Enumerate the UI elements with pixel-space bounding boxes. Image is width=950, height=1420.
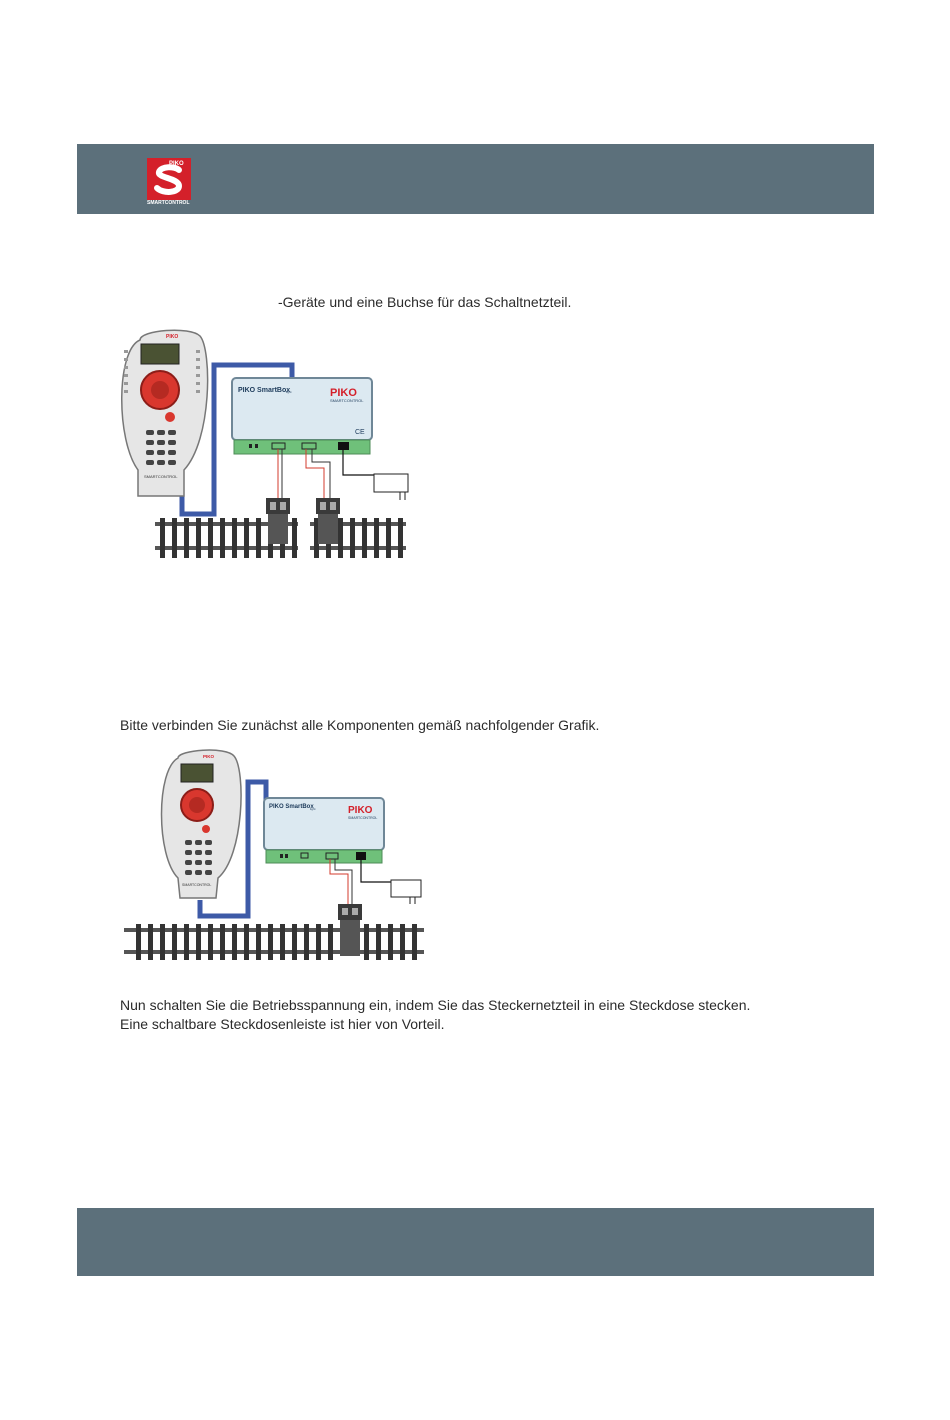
figure-2-smartbox: PIKO SmartBox light PIKO SMARTCONTROL	[263, 797, 385, 864]
figure-2-box-brand-sub: SMARTCONTROL	[348, 816, 377, 820]
figure-1-ce-mark: CE	[355, 429, 365, 436]
paragraph-2: Bitte verbinden Sie zunächst alle Kompon…	[120, 717, 600, 733]
figure-1-cable	[179, 362, 295, 517]
figure-2-track-connector	[338, 904, 362, 956]
figure-1-track-left	[155, 518, 298, 558]
figure-2-handset-icon: SMARTCONTROL PIKO	[160, 749, 242, 899]
figure-2-track	[124, 924, 424, 960]
figure-1-handset-icon: SMARTCONTROL PIKO	[121, 329, 209, 497]
figure-1-track-right	[310, 518, 406, 558]
figure-1-remote-brand: PIKO	[166, 334, 178, 340]
logo-box: PIKO	[147, 158, 191, 200]
figure-2-cable	[197, 779, 269, 919]
figure-2-box-title: PIKO SmartBox	[269, 804, 314, 810]
figure-2-box-title-sub: light	[310, 807, 316, 811]
figure-2-remote-brand: PIKO	[203, 754, 215, 759]
figure-1-box-title-sub: light	[286, 390, 292, 394]
figure-1-track-connector-right	[316, 498, 340, 544]
figure-1-track-connector-left	[266, 498, 290, 544]
figure-1-power-supply	[373, 473, 409, 493]
figure-2-power-supply	[390, 879, 422, 898]
figure-1-box-brand: PIKO	[330, 387, 357, 399]
figure-1-box-title: PIKO SmartBox	[238, 387, 290, 394]
figure-2-remote-label: SMARTCONTROL	[182, 883, 211, 887]
piko-smartcontrol-logo-icon: PIKO SMARTCONTROL	[147, 158, 191, 208]
figure-1-smartbox: PIKO SmartBox light PIKO SMARTCONTROL CE	[231, 377, 373, 455]
paragraph-3: Nun schalten Sie die Betriebsspannung ei…	[120, 997, 751, 1013]
paragraph-1: -Geräte und eine Buchse für das Schaltne…	[278, 294, 572, 310]
figure-1-box-brand-sub: SMARTCONTROL	[330, 398, 364, 403]
figure-2-box-brand: PIKO	[348, 805, 373, 816]
footer-band	[77, 1208, 874, 1276]
logo-brand: PIKO	[169, 161, 184, 167]
logo-subtitle: SMARTCONTROL	[147, 200, 190, 206]
figure-1-remote-label: SMARTCONTROL	[144, 474, 178, 479]
paragraph-4: Eine schaltbare Steckdosenleiste ist hie…	[120, 1016, 445, 1032]
header-band: PIKO SMARTCONTROL	[77, 144, 874, 214]
